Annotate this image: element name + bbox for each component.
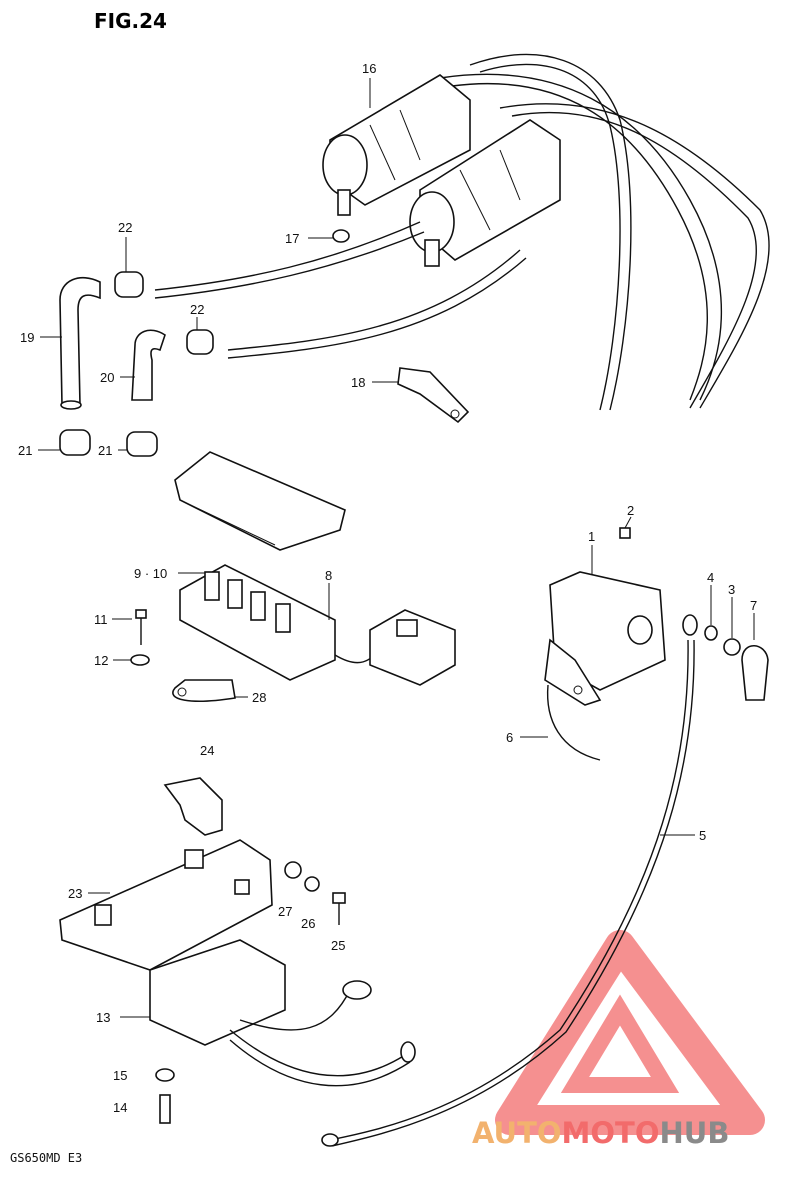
lead-clamp (397, 367, 470, 424)
callout-21b: 21 (98, 443, 112, 458)
callout-13: 13 (96, 1010, 110, 1025)
callout-9-10: 9 · 10 (134, 566, 167, 581)
callout-7: 7 (750, 598, 757, 613)
watermark-hub: HUB (660, 1116, 730, 1150)
callout-15: 15 (113, 1068, 127, 1083)
callout-22b: 22 (190, 302, 204, 317)
regulator-bracket (59, 777, 346, 971)
callout-16: 16 (362, 61, 376, 76)
starter-relay (321, 527, 769, 1147)
callout-11: 11 (94, 612, 108, 627)
callout-17: 17 (285, 231, 299, 246)
callout-8: 8 (325, 568, 332, 583)
callout-19: 19 (20, 330, 34, 345)
callout-28: 28 (252, 690, 266, 705)
callout-20: 20 (100, 370, 114, 385)
callout-3: 3 (728, 582, 735, 597)
callout-numbers: 16 17 22 22 19 20 18 21 21 9 · 10 8 11 1… (18, 61, 757, 1115)
callout-5: 5 (699, 828, 706, 843)
callout-2: 2 (627, 503, 634, 518)
callout-24: 24 (200, 743, 214, 758)
watermark-auto: AUTO (472, 1116, 562, 1150)
callout-12: 12 (94, 653, 108, 668)
callout-26: 26 (301, 916, 315, 931)
leader-lines (38, 78, 755, 1018)
callout-27: 27 (278, 904, 292, 919)
callout-25: 25 (331, 938, 345, 953)
watermark-text: AUTOMOTOHUB (472, 1116, 729, 1150)
callout-23: 23 (68, 886, 82, 901)
fuse-box (130, 564, 456, 702)
model-code: GS650MD E3 (10, 1151, 82, 1165)
callout-1: 1 (588, 529, 595, 544)
callout-6: 6 (506, 730, 513, 745)
spark-plug-caps (59, 271, 214, 457)
fuse-box-cover (174, 451, 346, 551)
ignition-coil-assembly (154, 53, 770, 411)
callout-4: 4 (707, 570, 714, 585)
watermark-logo (495, 930, 765, 1135)
callout-14: 14 (113, 1100, 127, 1115)
watermark-moto: MOTO (562, 1116, 660, 1150)
callout-22a: 22 (118, 220, 132, 235)
callout-18: 18 (351, 375, 365, 390)
callout-21a: 21 (18, 443, 32, 458)
regulator-rectifier (149, 939, 416, 1124)
figure-title: FIG.24 (94, 9, 167, 33)
